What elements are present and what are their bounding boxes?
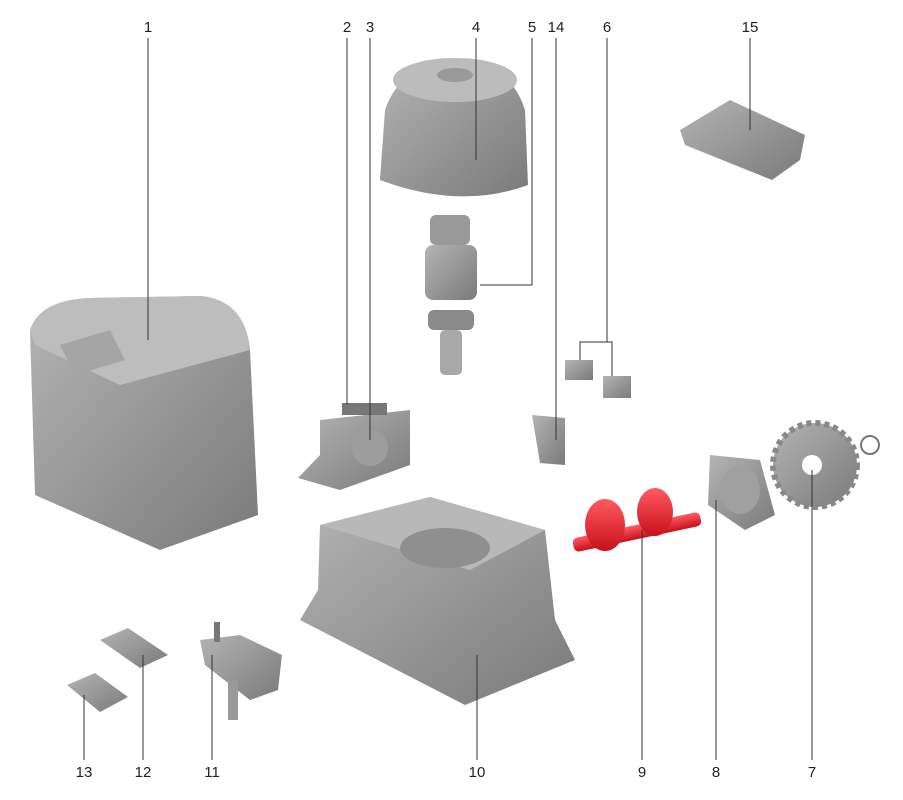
callout-3: 3 <box>365 19 375 36</box>
callout-11: 11 <box>204 764 220 781</box>
callout-12: 12 <box>134 764 152 781</box>
callout-9: 9 <box>637 764 647 781</box>
callout-7: 7 <box>807 764 817 781</box>
callout-5: 5 <box>527 19 537 36</box>
part-9-drive-shaft <box>572 488 702 552</box>
part-10-base <box>300 497 575 705</box>
part-1-cover <box>30 296 258 550</box>
callout-10: 10 <box>468 764 486 781</box>
logo-plate <box>60 330 125 375</box>
callout-2: 2 <box>342 19 352 36</box>
part-13-rollers <box>67 673 128 712</box>
part-5-rotor <box>425 215 477 375</box>
callout-13: 13 <box>75 764 93 781</box>
part-14-clip <box>532 415 565 465</box>
callout-15: 15 <box>741 19 759 36</box>
callout-6: 6 <box>602 19 612 36</box>
part-15-control-board <box>680 100 805 180</box>
part-12-magnets <box>100 628 168 668</box>
part-4-motor-housing <box>380 58 528 197</box>
callout-8: 8 <box>711 764 721 781</box>
retaining-ring <box>860 435 880 455</box>
part-7-gear <box>770 420 880 510</box>
part-6-brushes <box>565 360 631 398</box>
part-11-release-lock <box>200 622 282 720</box>
callout-14: 14 <box>547 19 565 36</box>
leader-lines <box>83 38 813 760</box>
part-8-flange <box>708 455 775 530</box>
callout-1: 1 <box>143 19 153 36</box>
callout-4: 4 <box>471 19 481 36</box>
part-2-3-solenoid-bracket <box>298 403 410 490</box>
